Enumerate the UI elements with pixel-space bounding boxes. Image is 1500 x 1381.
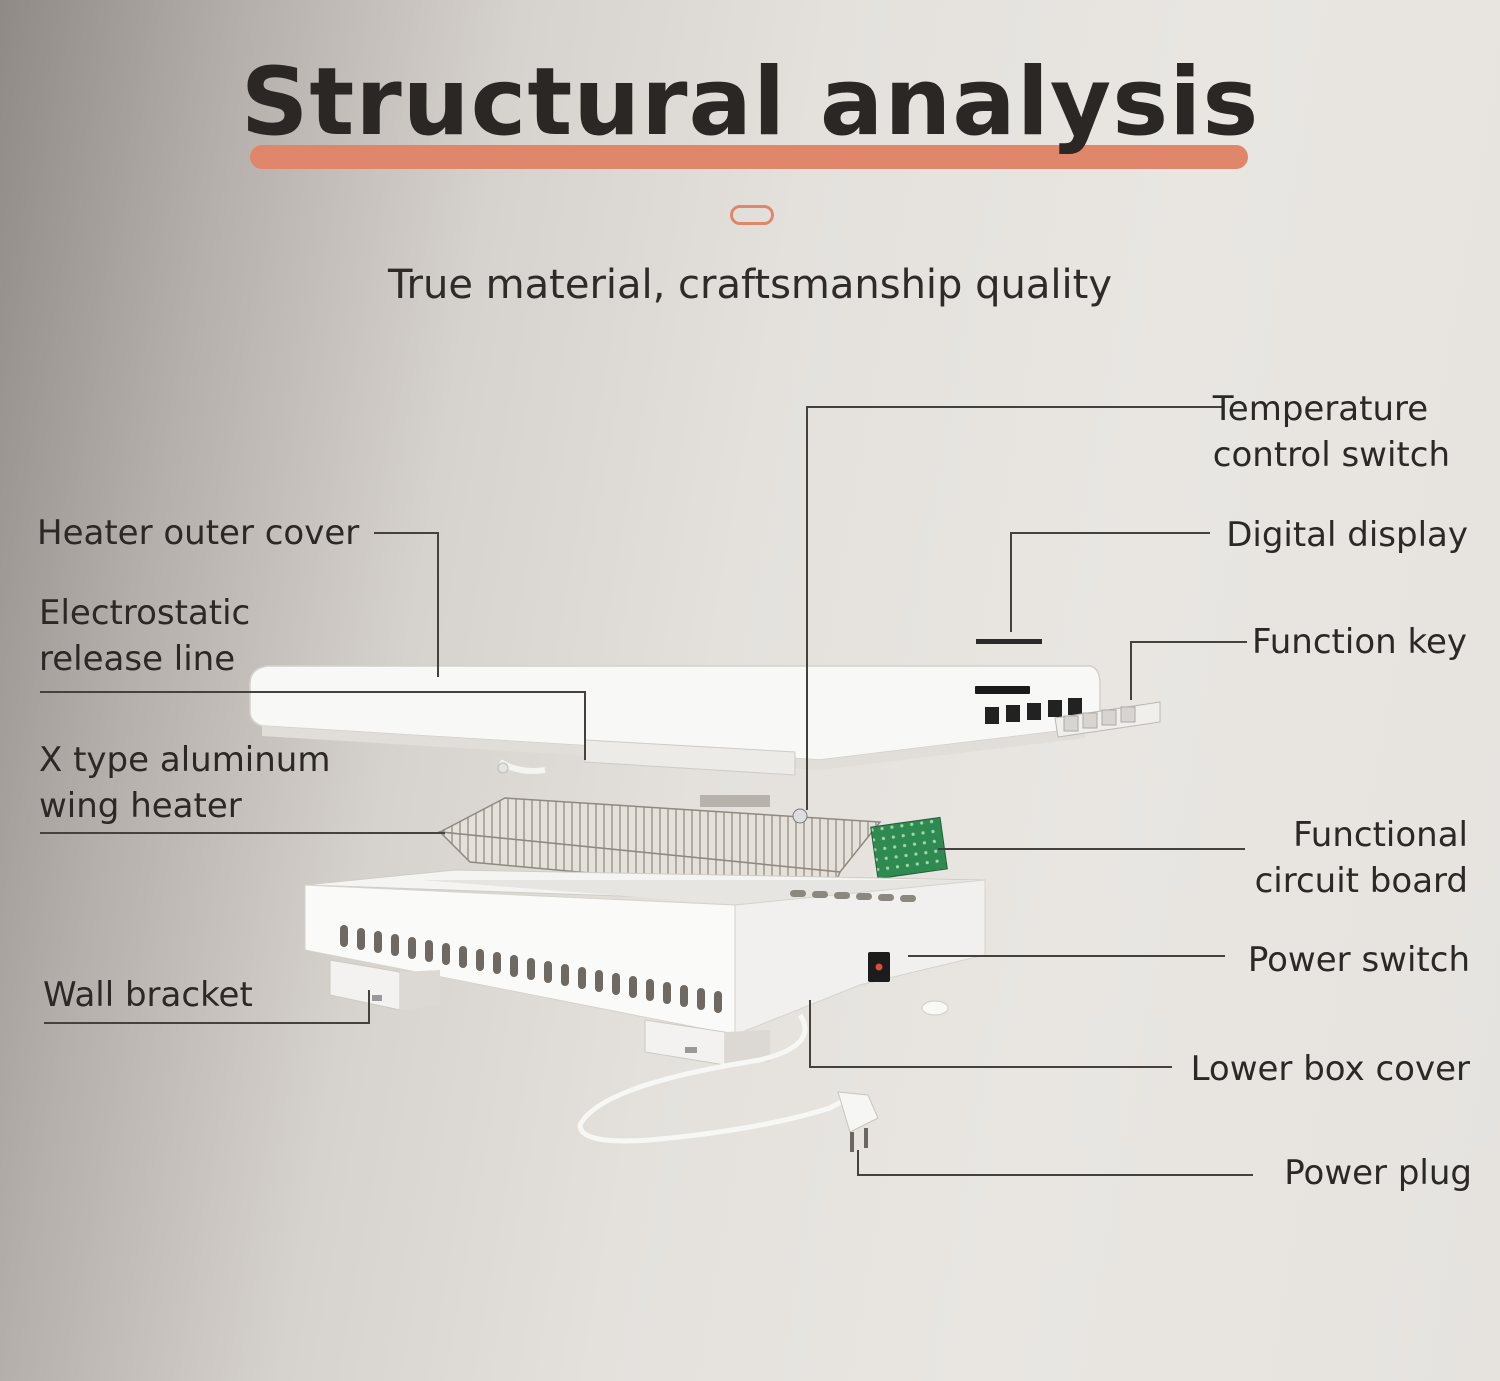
power-plug-part: [577, 1013, 879, 1152]
label-wall-bracket: Wall bracket: [43, 975, 253, 1015]
label-x-type-heater: X type aluminum wing heater: [39, 740, 331, 826]
lower-box-cover: [304, 869, 986, 1036]
circuit-board-part: [870, 816, 948, 880]
wall-bracket-part: [329, 959, 770, 1066]
page-subtitle: True material, craftsmanship quality: [388, 262, 1112, 308]
label-power-switch: Power switch: [1247, 940, 1470, 980]
digital-display-part: [976, 639, 1042, 644]
heater-outer-cover: [249, 665, 1101, 776]
function-key-slots: [985, 698, 1082, 724]
label-electrostatic-release-line: Electrostatic release line: [39, 593, 251, 679]
lower-vent-slots: [340, 925, 722, 1013]
leader-lines: [40, 406, 1253, 1176]
side-vent-slots: [790, 890, 916, 902]
label-lower-box-cover: Lower box cover: [1190, 1049, 1470, 1089]
label-power-plug: Power plug: [1284, 1153, 1472, 1193]
decorative-pill: [730, 205, 774, 225]
label-function-key: Function key: [1252, 622, 1467, 662]
label-heater-outer-cover: Heater outer cover: [37, 513, 360, 553]
function-key-part: [1054, 701, 1161, 738]
label-functional-circuit-board: Functional circuit board: [1254, 815, 1468, 901]
label-digital-display: Digital display: [1226, 515, 1468, 555]
label-temperature-control-switch: Temperature control switch: [1212, 389, 1450, 475]
page-title: Structural analysis: [240, 48, 1260, 157]
title-underline-bar: [250, 145, 1248, 169]
